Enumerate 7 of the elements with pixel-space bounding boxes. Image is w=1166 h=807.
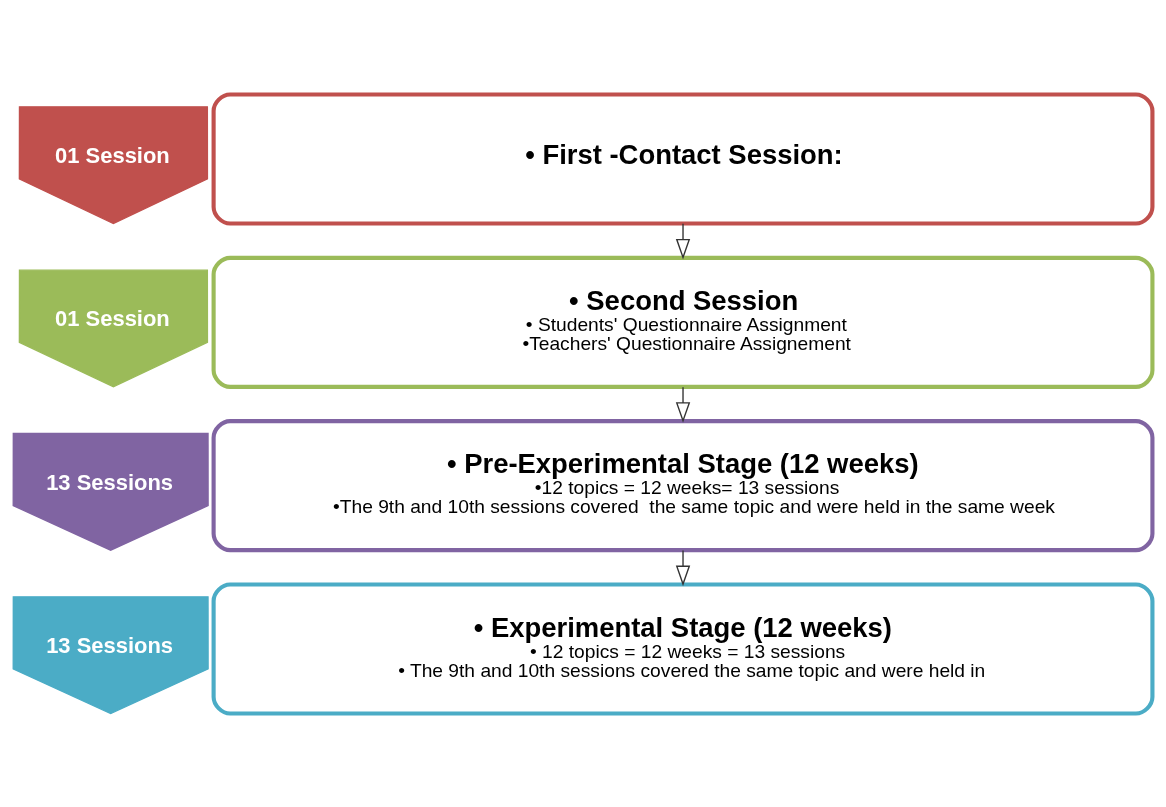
node-box: • Second Session • Students' Questionnaire Assignment •Teachers' Questionnaire Assignement	[211, 255, 1155, 389]
arrow	[675, 549, 691, 586]
node-box: • First -Contact Session:	[211, 91, 1155, 226]
arrow	[675, 222, 691, 259]
arrow	[675, 386, 691, 423]
node-box: • Experimental Stage (12 weeks) • 12 topics = 12 weeks = 13 sessions • The 9th and 10th sessions covered the same topic and were held in	[211, 581, 1155, 716]
node-box: • Pre-Experimental Stage (12 weeks) •12 topics = 12 weeks= 13 sessions •The 9th and 10th sessions covered the same topic and were held in the same week	[211, 418, 1155, 552]
